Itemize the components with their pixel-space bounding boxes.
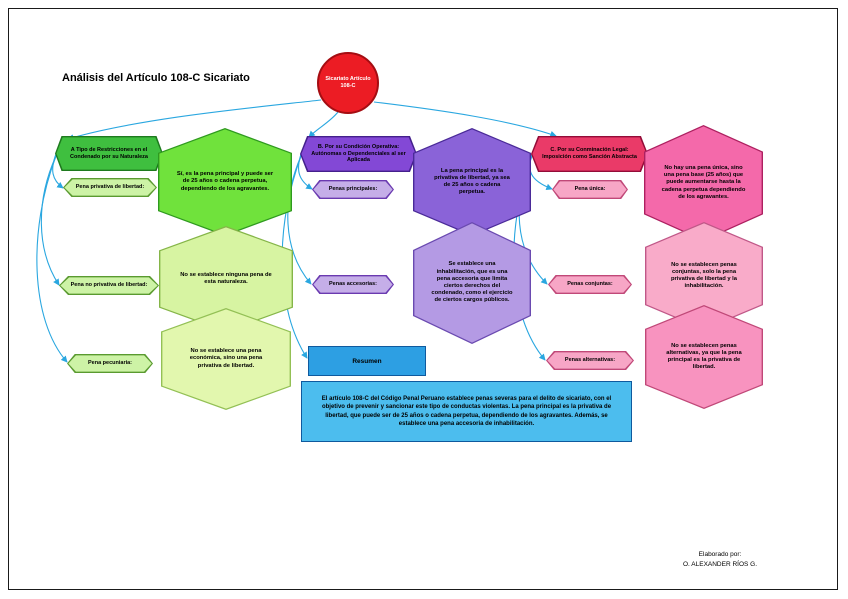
branch-a-item-1-content: Sí, es la pena principal y puede ser de … bbox=[159, 129, 291, 235]
branch-a-item-1-label-node: Pena privativa de libertad: bbox=[63, 178, 157, 197]
branch-b-item-2-content-node: Se establece una inhabilitación, que es … bbox=[413, 222, 531, 344]
branch-c-item-3-content: No se establecen penas alternativas, ya … bbox=[646, 306, 762, 408]
branch-b-item-2-label-node: Penas accesorias: bbox=[312, 275, 394, 294]
branch-a-item-1-content-node: Sí, es la pena principal y puede ser de … bbox=[158, 128, 292, 236]
page-title: Análisis del Artículo 108-C Sicariato bbox=[62, 72, 250, 84]
branch-a-item-3-label: Pena pecuniaria: bbox=[68, 355, 152, 372]
branch-a-item-3-label-node: Pena pecuniaria: bbox=[67, 354, 153, 373]
branch-c-item-2-label: Penas conjuntas: bbox=[549, 276, 631, 293]
root-node-label: Sicariato Artículo 108-C bbox=[325, 75, 371, 89]
branch-c-item-1-label: Pena única: bbox=[553, 181, 627, 198]
branch-c-item-3-label-node: Penas alternativas: bbox=[546, 351, 634, 370]
branch-c-header: C. Por su Conminación Legal: Imposición … bbox=[531, 136, 648, 172]
branch-a-header-label: A Tipo de Restricciones en el Condenado … bbox=[56, 137, 162, 170]
credit-block: Elaborado por: O. ALEXANDER RÍOS G. bbox=[640, 550, 800, 570]
summary-text: El artículo 108-C del Código Penal Perua… bbox=[321, 396, 612, 427]
branch-b-header: B. Por su Condición Operativa: Autónomas… bbox=[300, 136, 417, 172]
credit-line-1: Elaborado por: bbox=[698, 551, 742, 558]
summary-text-box: El artículo 108-C del Código Penal Perua… bbox=[301, 381, 632, 442]
branch-b-item-1-label-node: Penas principales: bbox=[312, 180, 394, 199]
root-node-sicariato: Sicariato Artículo 108-C bbox=[317, 52, 379, 114]
branch-c-item-1-content-node: No hay una pena única, sino una pena bas… bbox=[644, 125, 763, 241]
credit-line-2: O. ALEXANDER RÍOS G. bbox=[682, 560, 758, 568]
summary-tab-label: Resumen bbox=[352, 357, 382, 365]
branch-a-item-3-content: No se establece una pena económica, sino… bbox=[162, 309, 290, 409]
branch-b-header-label: B. Por su Condición Operativa: Autónomas… bbox=[301, 137, 416, 171]
branch-a-item-3-content-node: No se establece una pena económica, sino… bbox=[161, 308, 291, 410]
page-border bbox=[8, 8, 838, 590]
branch-a-item-1-label: Pena privativa de libertad: bbox=[64, 179, 156, 196]
branch-c-item-1-content: No hay una pena única, sino una pena bas… bbox=[645, 126, 762, 240]
branch-a-item-2-label-node: Pena no privativa de libertad: bbox=[59, 276, 159, 295]
branch-c-header-label: C. Por su Conminación Legal: Imposición … bbox=[532, 137, 647, 171]
branch-b-item-1-content-node: La pena principal es la privativa de lib… bbox=[413, 128, 531, 236]
branch-c-item-3-content-node: No se establecen penas alternativas, ya … bbox=[645, 305, 763, 409]
branch-c-item-2-label-node: Penas conjuntas: bbox=[548, 275, 632, 294]
branch-b-item-1-label: Penas principales: bbox=[313, 181, 393, 198]
branch-b-item-2-content: Se establece una inhabilitación, que es … bbox=[414, 223, 530, 343]
branch-a-header: A Tipo de Restricciones en el Condenado … bbox=[55, 136, 163, 171]
branch-c-item-1-label-node: Pena única: bbox=[552, 180, 628, 199]
branch-b-item-1-content: La pena principal es la privativa de lib… bbox=[414, 129, 530, 235]
summary-tab: Resumen bbox=[308, 346, 426, 376]
branch-c-item-3-label: Penas alternativas: bbox=[547, 352, 633, 369]
branch-b-item-2-label: Penas accesorias: bbox=[313, 276, 393, 293]
branch-a-item-2-label: Pena no privativa de libertad: bbox=[60, 277, 158, 294]
